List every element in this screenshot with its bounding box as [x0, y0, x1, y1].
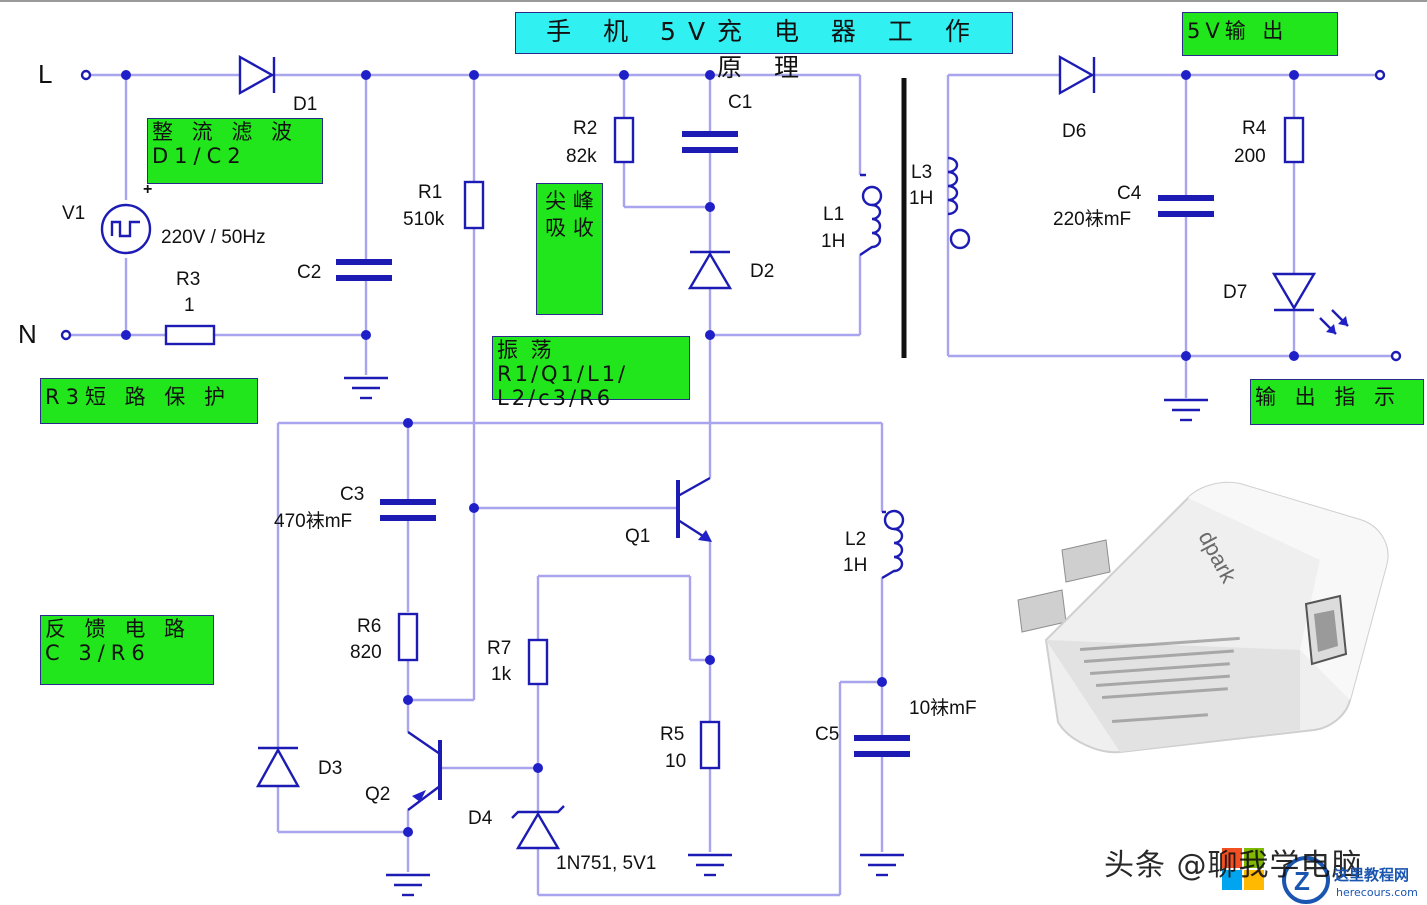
svg-text:220袜mF: 220袜mF [1053, 208, 1131, 230]
resistor-r3: R3 1 [164, 269, 216, 346]
svg-text:R4: R4 [1242, 118, 1267, 139]
svg-text:R1: R1 [418, 182, 442, 203]
svg-text:1k: 1k [491, 664, 512, 685]
svg-text:D6: D6 [1062, 121, 1086, 142]
svg-text:1H: 1H [821, 231, 845, 252]
ground-icon [1164, 398, 1208, 422]
capacitor-c2: C2 [297, 259, 392, 283]
svg-text:82k: 82k [566, 146, 597, 167]
output-terminal-pos [1374, 69, 1386, 81]
svg-text:L1: L1 [823, 204, 844, 225]
svg-text:R5: R5 [660, 724, 684, 745]
ground-icon [688, 853, 732, 877]
watermark-site-name: 这里教程网 [1334, 866, 1410, 884]
terminal-n-label: N [18, 319, 37, 349]
svg-text:1N751, 5V1: 1N751, 5V1 [556, 853, 656, 874]
diode-d6: D6 [1058, 54, 1096, 142]
inductor-l2: L2 1H [843, 509, 905, 580]
junction-dots [121, 70, 1299, 837]
led-d7: D7 [1223, 272, 1349, 335]
wires [66, 73, 1392, 897]
svg-text:+: + [143, 181, 152, 198]
svg-text:R6: R6 [357, 616, 381, 637]
svg-text:220V / 50Hz: 220V / 50Hz [161, 227, 266, 248]
transistor-q1: Q1 [625, 476, 712, 547]
svg-text:10袜mF: 10袜mF [909, 697, 977, 719]
svg-text:D4: D4 [468, 808, 493, 829]
resistor-r2: R2 82k [566, 116, 635, 167]
svg-text:R2: R2 [573, 118, 597, 139]
svg-text:820: 820 [350, 642, 382, 663]
capacitor-c3: C3 470袜mF [274, 484, 436, 532]
ac-source-v1: + V1 220V / 50Hz [62, 181, 266, 255]
ground-icon [344, 376, 388, 400]
svg-text:1H: 1H [843, 555, 867, 576]
diode-d3: D3 [255, 746, 342, 788]
svg-text:D7: D7 [1223, 282, 1247, 303]
resistor-r1: R1 510k [403, 180, 485, 230]
svg-text:C4: C4 [1117, 183, 1142, 204]
page-title: 手 机 5V充 电 器 工 作 原 理 [515, 12, 1013, 82]
svg-text:1H: 1H [909, 188, 933, 209]
ground-icon [386, 873, 430, 897]
usb-charger-photo: dpark [1017, 481, 1389, 754]
feedback-circuit-note: 反 馈 电 路 C 3/R6 [40, 615, 214, 685]
svg-text:L3: L3 [911, 162, 932, 183]
svg-text:C1: C1 [728, 92, 752, 113]
svg-text:Q2: Q2 [365, 784, 390, 805]
resistor-r4: R4 200 [1234, 116, 1305, 167]
svg-text:D3: D3 [318, 758, 342, 779]
short-circuit-protect-note: R3短 路 保 护 [40, 378, 258, 424]
resistor-r6: R6 820 [350, 612, 419, 663]
capacitor-c1: C1 [682, 92, 752, 153]
terminal-l [80, 69, 92, 81]
svg-text:Q1: Q1 [625, 526, 650, 547]
output-terminal-neg [1390, 350, 1402, 362]
svg-text:C2: C2 [297, 262, 321, 283]
svg-text:1: 1 [184, 295, 195, 316]
diode-d1: D1 [238, 54, 317, 115]
resistor-r7: R7 1k [487, 638, 549, 686]
diode-d2: D2 [687, 250, 774, 290]
terminal-l-label: L [38, 59, 52, 89]
svg-text:C5: C5 [815, 724, 839, 745]
transistor-q2: Q2 [365, 731, 442, 811]
capacitor-c4: C4 220袜mF [1053, 183, 1214, 230]
svg-text:L2: L2 [845, 529, 866, 550]
svg-text:C3: C3 [340, 484, 364, 505]
resistor-r5: R5 10 [660, 720, 721, 772]
svg-text:510k: 510k [403, 209, 445, 230]
svg-text:200: 200 [1234, 146, 1266, 167]
terminal-n [60, 329, 72, 341]
inductor-l1: L1 1H [821, 173, 883, 256]
spike-absorb-note: 尖 峰 吸 收 [536, 183, 603, 315]
svg-text:470袜mF: 470袜mF [274, 510, 352, 532]
svg-text:R7: R7 [487, 638, 511, 659]
svg-text:10: 10 [665, 751, 686, 772]
output-5v-note: 5V输 出 [1182, 12, 1338, 56]
oscillation-note: 振 荡 R1/Q1/L1/ L2/c3/R6 [492, 336, 690, 410]
svg-text:V1: V1 [62, 203, 85, 224]
ground-icon [860, 853, 904, 877]
svg-text:R3: R3 [176, 269, 200, 290]
capacitor-c5: C5 10袜mF [815, 697, 977, 757]
output-indicator-note: 输 出 指 示 [1250, 379, 1424, 425]
watermark-text: 头条 @聊我学电脑 [1104, 848, 1363, 883]
inductor-l3: L3 1H [909, 156, 971, 250]
rectify-filter-note: 整 流 滤 波 D1/C2 [147, 118, 323, 184]
svg-text:D2: D2 [750, 261, 774, 282]
watermark-site-url: herecours.com [1336, 886, 1418, 899]
svg-text:Z: Z [1294, 866, 1310, 896]
svg-text:D1: D1 [293, 94, 317, 115]
site-logo: Z [1222, 848, 1330, 904]
zener-diode-d4: D4 1N751, 5V1 [468, 805, 656, 874]
